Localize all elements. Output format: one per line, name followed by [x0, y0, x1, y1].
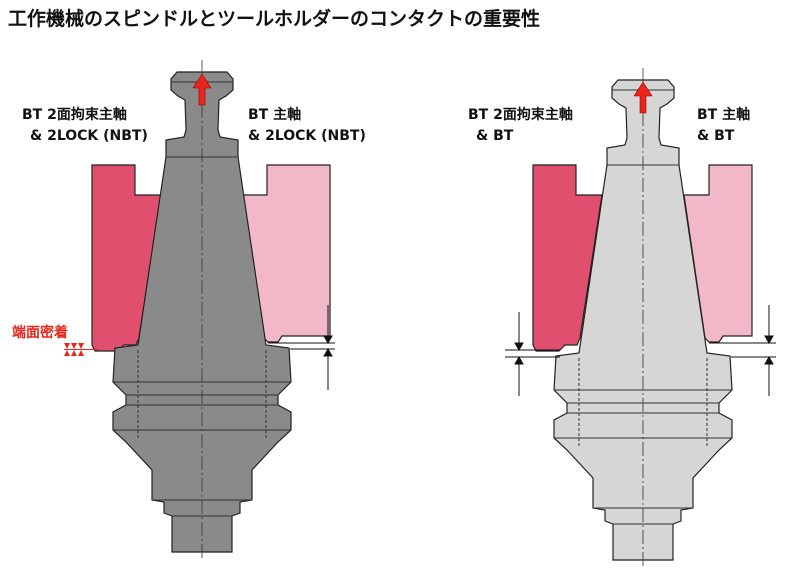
contact-marker-icon: [64, 343, 98, 356]
page-title: 工作機械のスピンドルとツールホルダーのコンタクトの重要性: [8, 7, 540, 30]
label-bt-line1: BT 主軸: [248, 106, 301, 123]
label-bt-line2: & 2LOCK (NBT): [248, 128, 366, 144]
spindle-bt: [683, 164, 753, 343]
gap-indicator-left: [505, 312, 560, 396]
label-bt-line1: BT 主軸: [697, 106, 750, 123]
label-dual-contact-line2: & 2LOCK (NBT): [30, 128, 148, 144]
spindle-dual-contact: [532, 164, 603, 352]
right-diagram: BT 2面拘束主軸 & BT BT 主軸 & BT: [468, 67, 776, 568]
gap-indicator-right: [709, 305, 776, 396]
label-bt-line2: & BT: [697, 128, 735, 144]
spindle-bt: [242, 164, 331, 343]
label-dual-contact-line2: & BT: [476, 128, 514, 144]
label-dual-contact-line1: BT 2面拘束主軸: [468, 106, 573, 123]
gap-indicator: [268, 305, 335, 390]
label-dual-contact-line1: BT 2面拘束主軸: [22, 106, 127, 123]
left-diagram: 端面密着 BT 2面拘束主軸 & 2LOCK (NBT) BT 主軸 & 2LO…: [12, 59, 366, 561]
contact-label: 端面密着: [12, 324, 68, 341]
